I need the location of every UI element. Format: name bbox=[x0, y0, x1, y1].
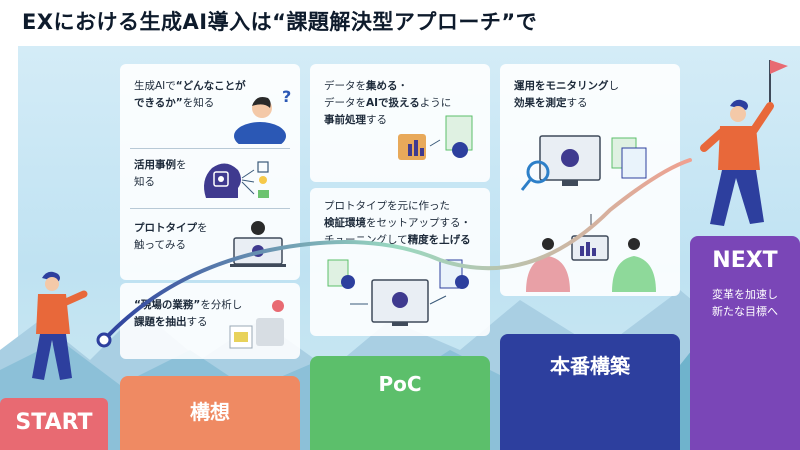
person-next-icon bbox=[700, 60, 788, 226]
flag-icon bbox=[770, 60, 788, 74]
person-thinking-icon: ? bbox=[234, 87, 291, 144]
next-subtitle: 変革を加速し 新たな目標へ bbox=[712, 288, 778, 318]
divider bbox=[130, 148, 290, 149]
page-title: EXにおける生成AI導入は“課題解決型アプローチ”で bbox=[22, 10, 538, 34]
gear-icon bbox=[341, 275, 355, 289]
stage-kousou: 構想 bbox=[120, 376, 300, 450]
puzzle-documents-icon bbox=[229, 300, 284, 349]
document-icon bbox=[234, 332, 248, 342]
verification-env-icon bbox=[327, 259, 469, 326]
step-monitor-measure: 運用をモニタリングし 効果を測定する bbox=[514, 80, 619, 109]
step-know-possibilities: 生成AIで“どんなことが できるか”を知る bbox=[134, 80, 246, 109]
bar-chart-icon bbox=[580, 246, 584, 256]
question-mark-icon: ? bbox=[282, 87, 291, 106]
monitoring-icon bbox=[520, 135, 647, 191]
step-analyze-work: “現場の業務”を分析し 課題を抽出する bbox=[134, 299, 243, 328]
stage-start: START bbox=[0, 398, 108, 450]
progress-path bbox=[96, 158, 692, 348]
step-know-usecases: 活用事例を 知る bbox=[134, 159, 187, 188]
checklist-icon bbox=[257, 161, 269, 173]
person-start-icon bbox=[32, 271, 88, 380]
mail-icon bbox=[258, 190, 269, 198]
document-icon bbox=[621, 147, 647, 179]
ai-chip-head-icon bbox=[204, 161, 269, 198]
gear-icon bbox=[455, 275, 469, 289]
idea-bulb-icon bbox=[259, 176, 267, 184]
data-processing-icon bbox=[398, 115, 473, 160]
stage-poc: PoC bbox=[310, 356, 490, 450]
magnifier-icon bbox=[526, 160, 550, 184]
stage-honban: 本番構築 bbox=[500, 334, 680, 450]
puzzle-icon bbox=[256, 318, 284, 346]
team-meeting-icon bbox=[526, 214, 656, 292]
divider bbox=[130, 208, 290, 209]
gear-icon bbox=[452, 142, 468, 158]
stage-next: NEXT 変革を加速し 新たな目標へ bbox=[690, 236, 800, 450]
step-try-prototype: プロトタイプを 触ってみる bbox=[134, 222, 208, 251]
step-prepare-data: データを集める・ データをAIで扱えるように 事前処理する bbox=[324, 80, 452, 126]
